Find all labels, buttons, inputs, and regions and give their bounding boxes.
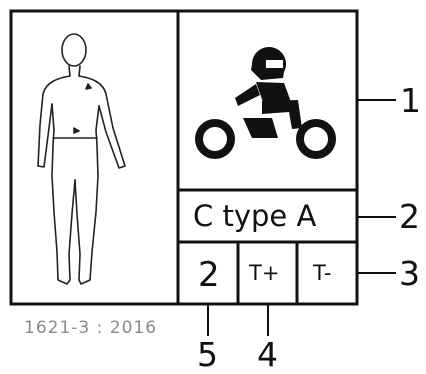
- callout-4: 4: [257, 335, 278, 374]
- callout-2: 2: [399, 197, 420, 236]
- abrasion-level-value: 2: [198, 255, 220, 295]
- label-frame: [9, 9, 359, 306]
- garment-class-label: C type A: [193, 199, 317, 233]
- thermal-hot-label: T+: [249, 261, 280, 285]
- callout-leaders: [207, 99, 396, 336]
- callout-5: 5: [197, 335, 218, 374]
- callout-1: 1: [400, 81, 421, 120]
- full-body-suit-icon: [37, 33, 126, 285]
- callout-3: 3: [399, 254, 420, 293]
- motorcycle-rider-icon: [195, 47, 336, 159]
- thermal-cold-label: T-: [313, 261, 332, 285]
- standard-reference: 1621-3 : 2016: [24, 318, 158, 338]
